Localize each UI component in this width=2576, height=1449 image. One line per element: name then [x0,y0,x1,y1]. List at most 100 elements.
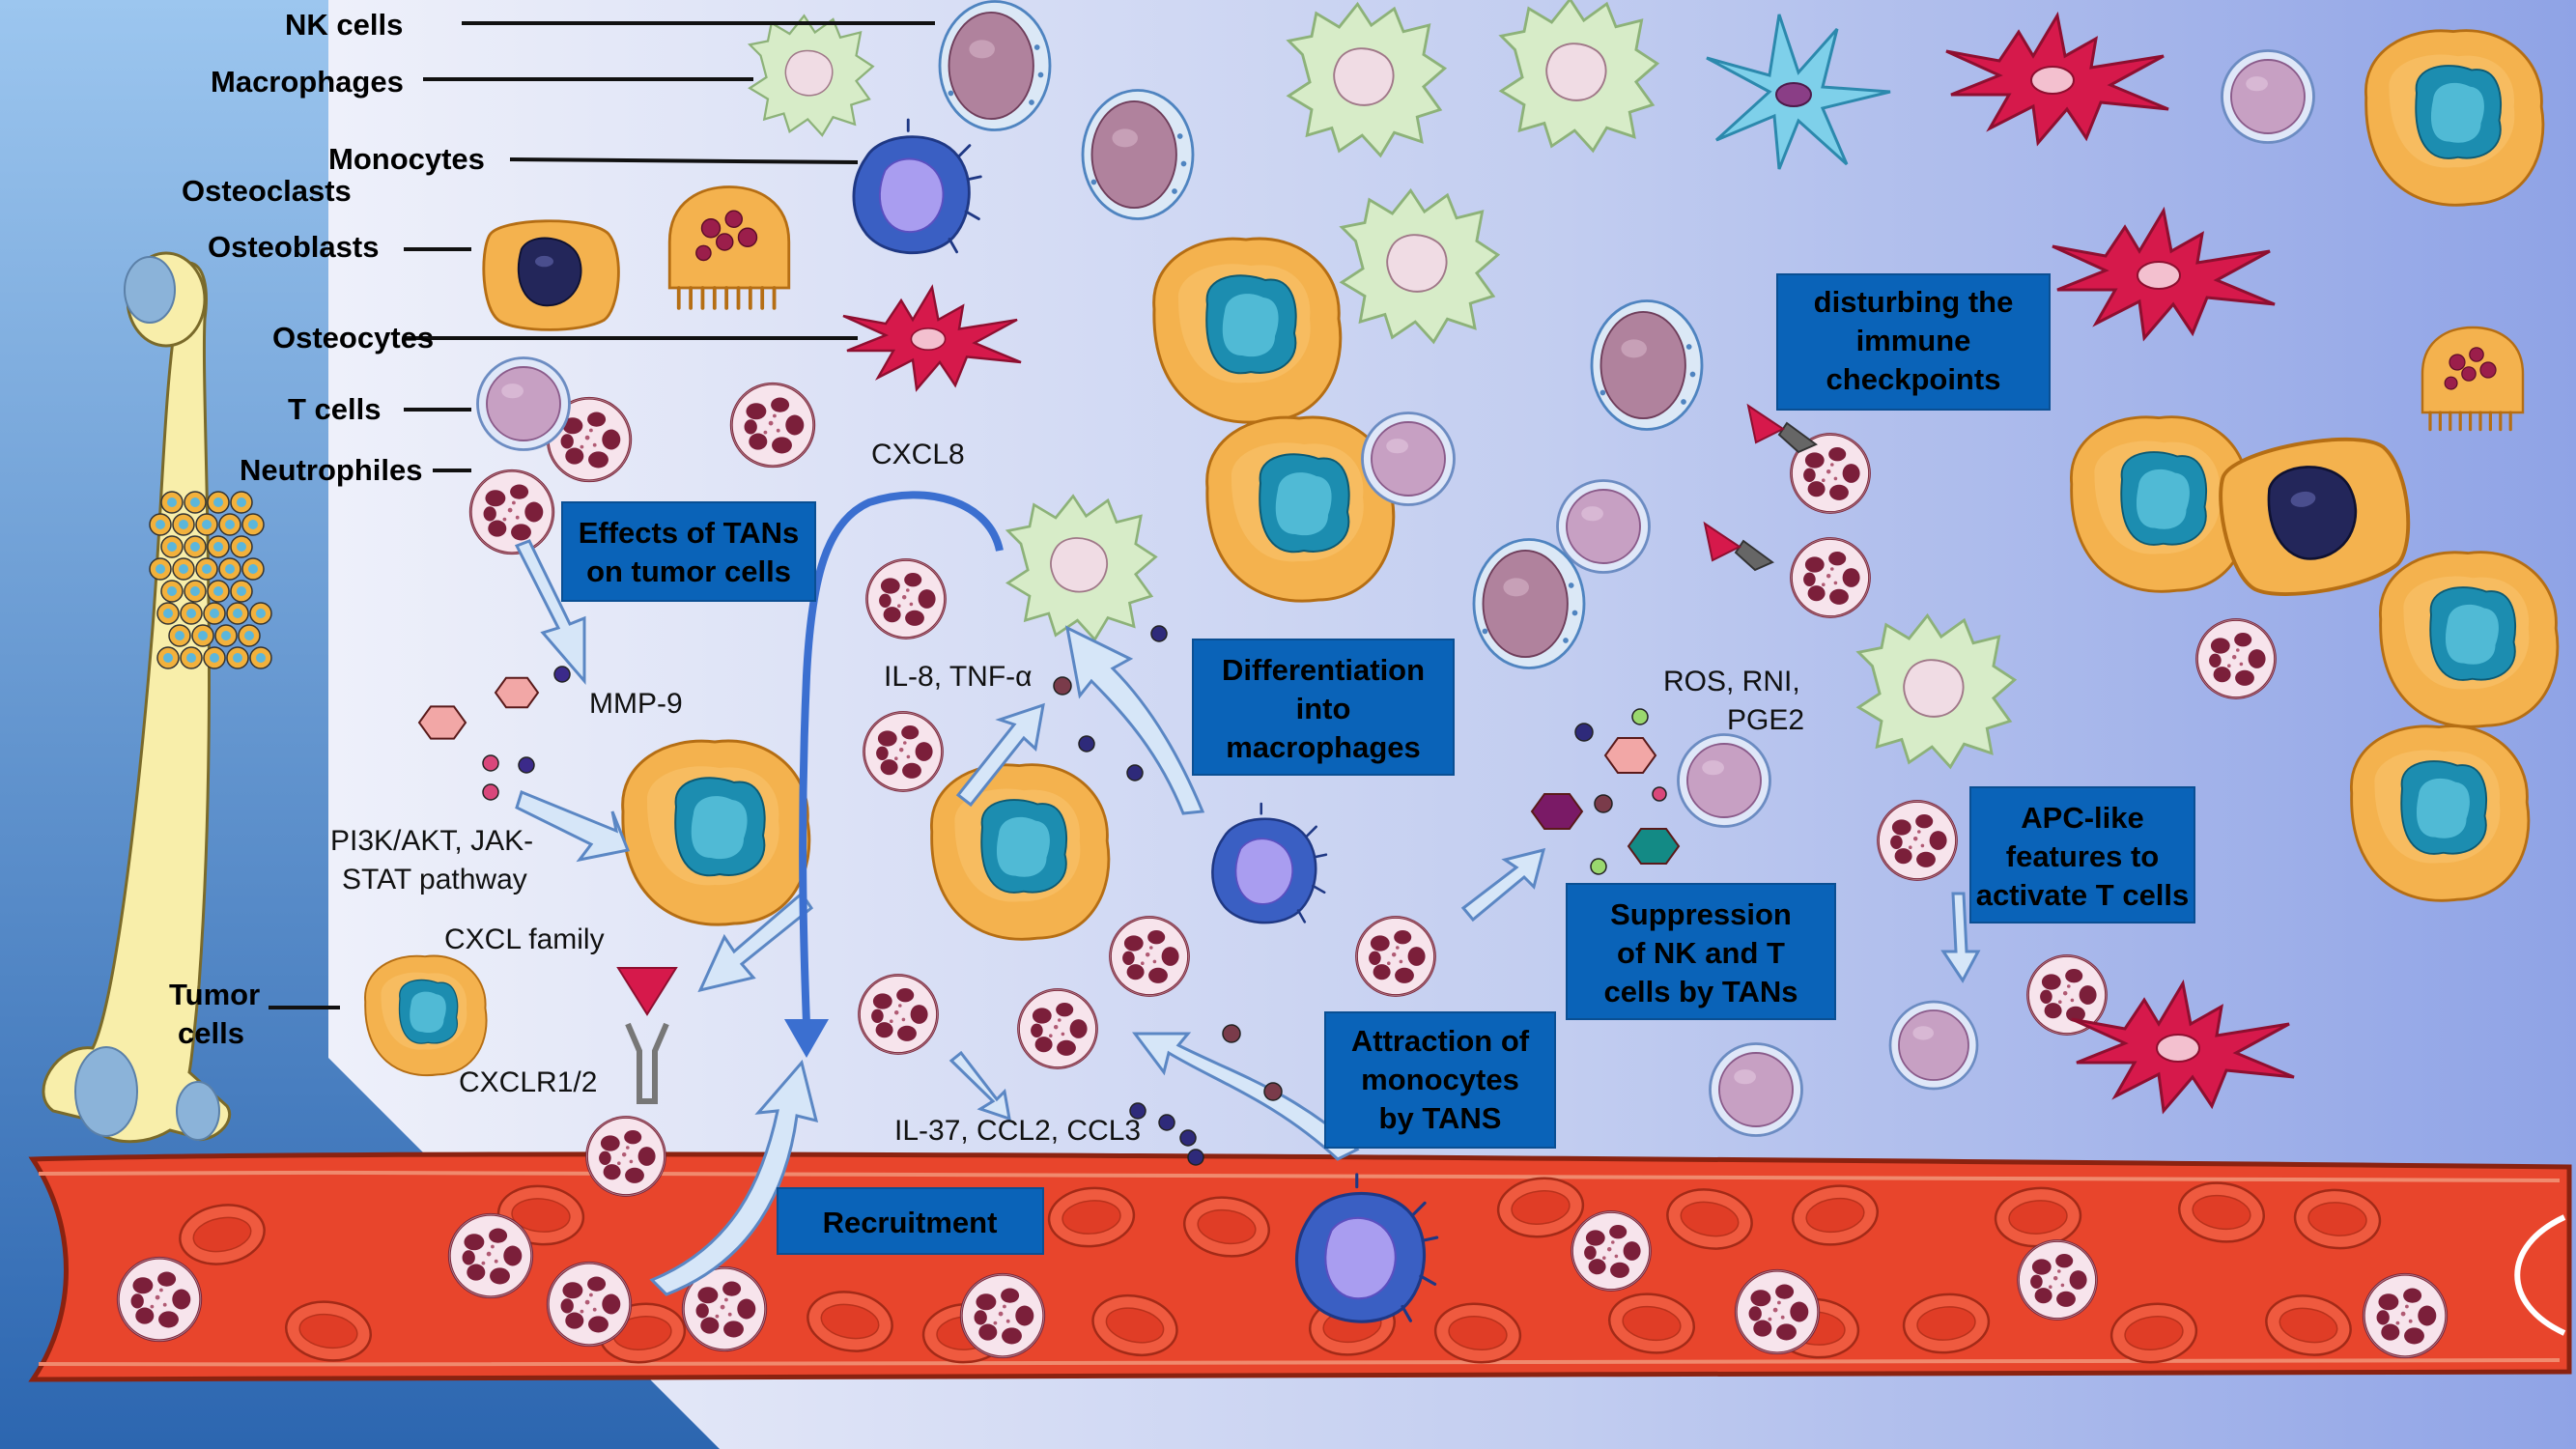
label-tumor-cells-2: cells [178,1016,244,1050]
neutrophil [865,558,947,639]
mediator-dot [1631,708,1649,725]
mediator-dot [1187,1149,1204,1166]
mediator-particles [417,625,1681,1166]
box-suppression-line3: cells by TANs [1603,975,1798,1009]
mediator-dot [1053,676,1072,696]
bone-marrow-cell [180,602,203,625]
bone-marrow-cell [214,624,238,647]
mediator-dot [1126,764,1144,781]
bone-marrow-cell [238,624,261,647]
bone-marrow-cell [156,646,180,669]
osteoblast [482,219,620,331]
label-il8-tnf: IL-8, TNF-α [884,661,1032,693]
box-apc-line3: activate T cells [1976,878,2190,912]
bone-marrow-cell [195,557,218,581]
bone-marrow-cell [180,646,203,669]
tumor-cell [2349,724,2531,902]
mediator-dot [1574,723,1594,742]
mediator-dot [1179,1129,1197,1147]
label-osteoclasts: Osteoclasts [182,174,352,208]
box-effects-line1: Effects of TANs [579,516,800,550]
bone-marrow-cell [172,513,195,536]
bone-marrow-cell [160,535,184,558]
bone-marrow-cell [249,602,272,625]
bone-marrow-cell [149,557,172,581]
neutrophil [1571,1210,1652,1292]
mediator-hexagon [1603,737,1657,774]
box-suppression [1566,883,1836,1020]
bone-marrow-cell [184,535,207,558]
bone-marrow-cell [156,602,180,625]
neutrophil [959,1272,1046,1359]
nk-cell [1472,538,1586,669]
neutrophil [1017,988,1098,1069]
bone-marrow-cell [249,646,272,669]
bone-marrow-cell [218,513,241,536]
nk-cell [1081,89,1195,220]
neutrophil [1790,537,1871,618]
label-cxcl-family: CXCL family [444,923,605,955]
legend-lines [269,21,935,1009]
neutrophil [2017,1239,2098,1321]
box-attraction-line2: monocytes [1361,1063,1519,1096]
label-macrophages: Macrophages [211,65,404,99]
neutrophil [1734,1268,1821,1355]
bone-marrow-cell [160,580,184,603]
bone-marrow-cell [230,580,253,603]
mediator-dot [482,754,499,772]
tumor-cell [2378,551,2560,728]
bone-marrow-cell [149,513,172,536]
mediator-dot [1263,1082,1283,1101]
neutrophil [1109,916,1190,997]
label-neutrophiles: Neutrophiles [240,453,422,487]
box-attraction [1324,1011,1556,1149]
t-cell [1709,1042,1803,1137]
bone-marrow-cell [207,491,230,514]
bone [42,251,231,1144]
tumor-cell [2364,29,2545,207]
neutrophil [729,382,816,469]
t-cell [1361,412,1456,506]
bone-marrow-cell [241,513,265,536]
box-apc-line2: features to [2006,839,2159,873]
neutrophil [116,1256,203,1343]
label-osteoblasts: Osteoblasts [208,230,379,264]
bone-marrow-cell [160,491,184,514]
box-recruitment [777,1187,1044,1255]
mediator-dot [1594,794,1613,813]
label-tumor-cells-1: Tumor [169,978,260,1011]
box-differentiation-line3: macrophages [1226,730,1421,764]
neutrophil [1877,800,1958,881]
box-recruitment-label: Recruitment [823,1206,998,1239]
label-ros-2: PGE2 [1727,704,1804,736]
t-cell [476,356,571,451]
bone-marrow-cell [203,646,226,669]
t-cell [2221,49,2315,144]
mediator-dot [1222,1024,1241,1043]
neutrophil [585,1116,666,1197]
box-apc-line1: APC-like [2021,801,2143,835]
neutrophil [468,469,555,555]
bone-marrow-cell [184,580,207,603]
box-differentiation-line1: Differentiation [1222,653,1425,687]
box-attraction-line3: by TANS [1379,1101,1502,1135]
neutrophil [858,974,939,1055]
bone-marrow-cell [207,580,230,603]
neutrophil [2362,1272,2449,1359]
label-pi3k-1: PI3K/AKT, JAK- [330,825,533,857]
t-cell [1556,479,1651,574]
mediator-dot [1150,625,1168,642]
box-suppression-line1: Suppression [1610,897,1792,931]
box-suppression-line2: of NK and T [1617,936,1785,970]
mediator-dot [1078,735,1095,753]
mediator-dot [1158,1114,1175,1131]
label-t-cells: T cells [288,392,382,426]
bone-marrow-cell [218,557,241,581]
label-cxclr: CXCLR1/2 [459,1066,597,1098]
label-nk-cells: NK cells [285,8,403,42]
bone-marrow-cell [168,624,191,647]
neutrophil [447,1212,534,1299]
box-differentiation [1192,639,1455,776]
bone-marrow-cell [172,557,195,581]
